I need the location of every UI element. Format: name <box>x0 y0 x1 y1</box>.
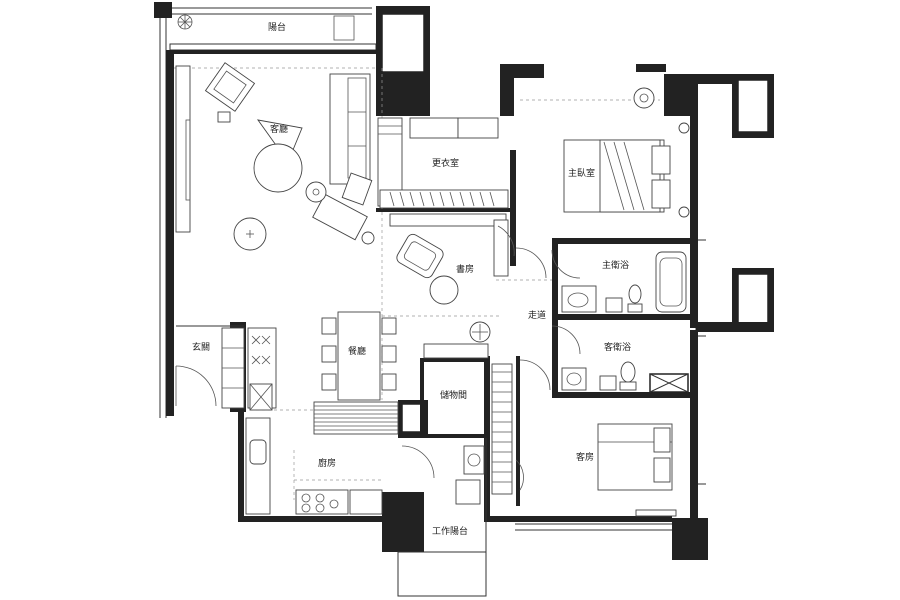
dining-label: 餐廳 <box>348 345 366 357</box>
guest-room: 客房 <box>576 423 677 517</box>
master-bedroom: 主臥室 <box>563 87 690 218</box>
dining-area: 餐廳 <box>313 311 399 435</box>
entrance-label: 玄關 <box>192 341 210 353</box>
living-room-label: 客廳 <box>270 123 288 135</box>
toilet-icon <box>627 284 643 313</box>
armchair-icon <box>204 62 256 112</box>
kitchen-area: 廚房 <box>245 417 383 515</box>
service-balcony: 工作陽台 <box>397 438 487 597</box>
corridor: 走道 <box>515 247 581 391</box>
study-area: 書房 <box>396 219 509 359</box>
entrance-area: 玄關 <box>175 325 277 411</box>
storage-area: 儲物間 <box>440 363 513 495</box>
storage-label: 儲物間 <box>440 389 467 401</box>
balcony-label: 陽台 <box>268 21 286 33</box>
plant-icon <box>177 14 193 30</box>
guest-bath: 客衛浴 <box>561 341 689 393</box>
study-label: 書房 <box>456 263 474 275</box>
master-bedroom-label: 主臥室 <box>568 167 595 179</box>
service-balcony-label: 工作陽台 <box>432 525 468 537</box>
living-room-furniture <box>175 62 375 251</box>
walkin-closet-label: 更衣室 <box>432 157 459 169</box>
walls <box>154 2 774 560</box>
doors <box>497 225 706 491</box>
master-bath-label: 主衛浴 <box>602 259 629 271</box>
balcony-area: 陽台 <box>169 14 377 51</box>
guest-room-label: 客房 <box>576 451 594 463</box>
toilet-icon <box>619 361 637 391</box>
office-chair-icon <box>396 233 459 305</box>
master-bath: 主衛浴 <box>561 251 687 313</box>
kitchen-label: 廚房 <box>318 457 336 469</box>
corridor-label: 走道 <box>528 309 546 321</box>
guest-bath-label: 客衛浴 <box>604 341 631 353</box>
walkin-closet: 更衣室 <box>377 117 509 227</box>
